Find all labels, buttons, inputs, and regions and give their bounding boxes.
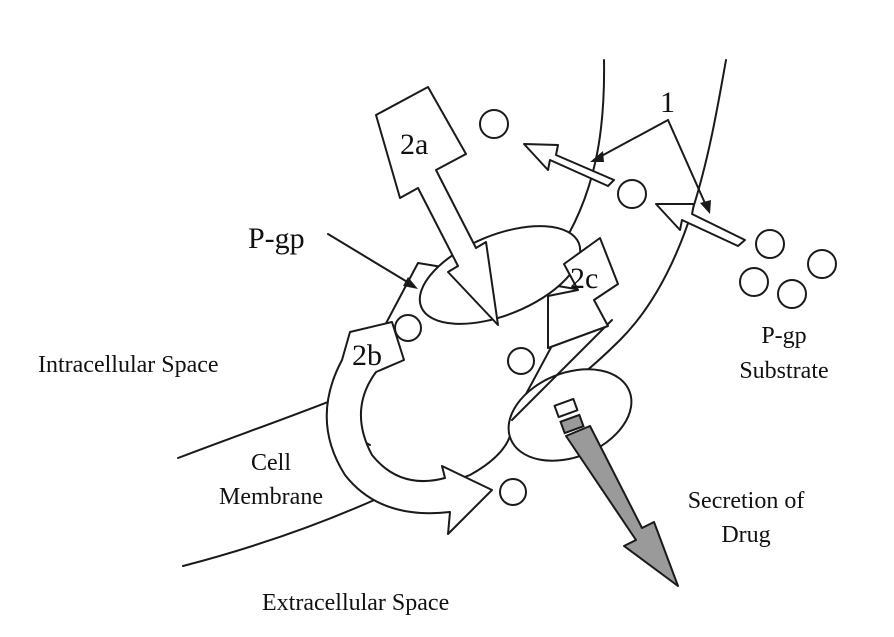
membrane-outer-curve xyxy=(182,59,727,567)
substrate-circle xyxy=(755,229,785,259)
pointer-1-right xyxy=(667,119,709,211)
pointer-1-left xyxy=(593,119,669,161)
label-intracellular-space: Intracellular Space xyxy=(38,352,219,378)
label-pgp-substrate-line2: Substrate xyxy=(739,358,828,384)
label-1: 1 xyxy=(660,86,675,119)
secretion-arrow xyxy=(565,425,679,587)
substrate-circle xyxy=(617,179,647,209)
pointer-pgp xyxy=(327,233,415,287)
label-pgp-substrate-line1: P-gp xyxy=(761,323,806,349)
arrow-2c xyxy=(547,237,619,349)
pore-top xyxy=(553,397,579,419)
arrow-2b xyxy=(325,321,493,535)
arrow-2a xyxy=(375,86,499,326)
label-cell-membrane-line2: Membrane xyxy=(219,484,323,510)
label-secretion-line1: Secretion of xyxy=(688,488,805,514)
label-extracellular-space: Extracellular Space xyxy=(262,590,449,616)
label-2b: 2b xyxy=(352,339,382,372)
label-pgp: P-gp xyxy=(248,222,305,255)
arrow-1-lower xyxy=(655,203,746,247)
substrate-circle xyxy=(507,347,535,375)
label-cell-membrane-line1: Cell xyxy=(251,450,291,476)
label-secretion-line2: Drug xyxy=(721,522,770,548)
substrate-circle xyxy=(394,314,422,342)
substrate-circle xyxy=(739,267,769,297)
substrate-circle xyxy=(499,478,527,506)
substrate-molecules xyxy=(394,109,837,506)
arrow-1-upper xyxy=(523,143,615,187)
substrate-circle xyxy=(479,109,509,139)
pore-bottom xyxy=(559,413,585,435)
substrate-circle xyxy=(807,249,837,279)
label-2a: 2a xyxy=(400,128,428,161)
substrate-circle xyxy=(777,279,807,309)
label-2c: 2c xyxy=(570,262,598,295)
